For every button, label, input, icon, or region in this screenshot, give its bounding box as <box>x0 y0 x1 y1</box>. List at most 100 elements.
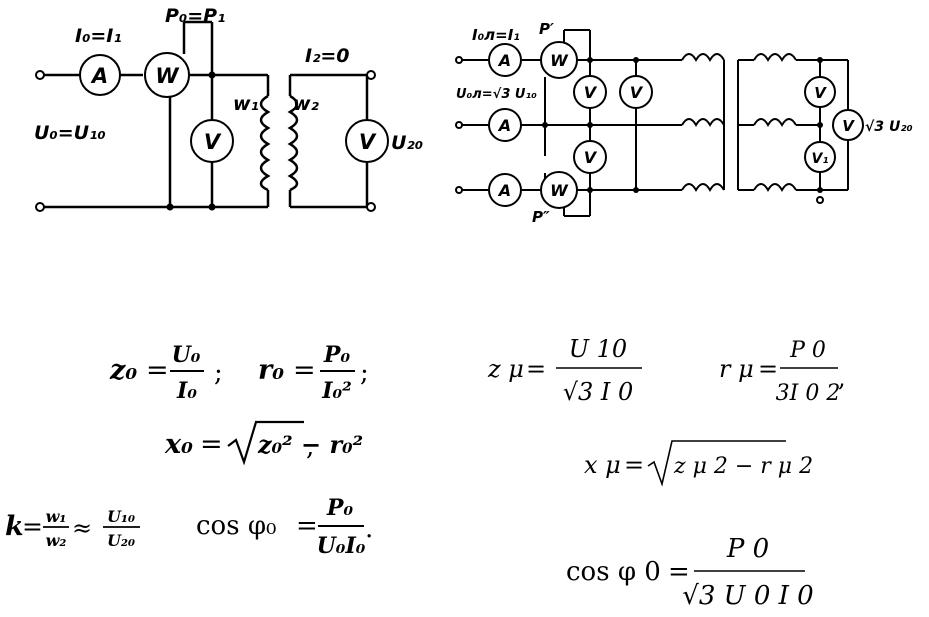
junction-dot <box>817 187 823 193</box>
wattmeter <box>540 41 578 79</box>
junction-dot <box>817 122 823 128</box>
junction-dot <box>587 122 593 128</box>
wattmeter-p2-label: P″ <box>532 208 550 226</box>
r-mu-denominator: 3I 0 2 <box>776 381 841 406</box>
voltmeter <box>345 119 389 163</box>
radical-sign <box>647 440 786 487</box>
k-denominator: w₂ <box>46 531 67 550</box>
ammeter-symbol: A <box>497 51 511 70</box>
formulas-left: z₀ = U₀ I₀ ; r₀ = P₀ I₀² ; x₀ = z₀² − r₀… <box>5 342 373 559</box>
secondary-winding-label: w₂ <box>293 93 320 115</box>
equals-sign: = <box>526 355 546 383</box>
x0-radicand: z₀² − r₀² <box>257 430 363 459</box>
line-current-label: I₀л=I₁ <box>472 26 520 44</box>
ammeter <box>79 54 121 96</box>
input-terminal <box>455 186 463 194</box>
approx-sign: ≈ <box>72 514 92 542</box>
voltmeter <box>190 119 234 163</box>
voltmeter-symbol: V₁ <box>812 151 829 167</box>
input-terminal <box>35 70 45 80</box>
phase-winding <box>681 53 725 62</box>
cos-phi-numerator: P 0 <box>726 534 769 564</box>
voltmeter <box>832 109 864 141</box>
voltmeter-symbol: V <box>814 84 827 102</box>
voltmeter <box>804 76 836 108</box>
output-voltage-label: U₂₀ <box>391 132 423 154</box>
k-numerator: U₁₀ <box>107 507 135 526</box>
wattmeter-symbol: W <box>550 51 569 70</box>
r0-denominator: I₀² <box>321 378 352 404</box>
wattmeter <box>144 52 190 98</box>
input-voltage-label: U₀=U₁₀ <box>34 122 106 144</box>
junction-dot <box>587 57 593 63</box>
phase-winding <box>753 118 797 127</box>
cos-phi-denominator: √3 U 0 I 0 <box>682 581 813 611</box>
k-numerator: w₁ <box>46 507 67 526</box>
junction-dot <box>542 122 548 128</box>
junction-dot <box>208 71 216 79</box>
single-phase-circuit <box>35 20 389 212</box>
junction-dot <box>633 187 639 193</box>
r0-lhs: r₀ <box>258 355 284 386</box>
equals-sign: = <box>296 511 318 541</box>
equals-sign: = <box>668 557 690 587</box>
equals-sign: = <box>624 451 644 479</box>
voltmeter-symbol: V <box>359 130 377 154</box>
phase-winding <box>753 53 797 62</box>
voltmeter-symbol: V <box>584 148 598 167</box>
ammeter <box>488 43 522 77</box>
current-label: I₀=I₁ <box>75 25 122 47</box>
wattmeter-symbol: W <box>155 64 179 88</box>
k-lhs: k <box>5 511 24 542</box>
phase-winding <box>681 183 725 192</box>
r0-numerator: P₀ <box>323 342 351 368</box>
voltmeter <box>804 141 836 173</box>
cos-lhs: cos φ₀ <box>196 511 276 541</box>
voltmeter <box>573 140 607 174</box>
voltmeter-symbol: V <box>584 83 598 102</box>
input-terminal <box>35 202 45 212</box>
separator: ; <box>360 358 369 388</box>
k-denominator: U₂₀ <box>107 531 135 550</box>
junction-dot <box>166 203 174 211</box>
ammeter <box>488 173 522 207</box>
power-label: P₀=P₁ <box>165 5 225 27</box>
primary-winding <box>259 94 271 192</box>
z0-lhs: z₀ <box>109 355 137 386</box>
equals-sign: = <box>146 355 169 386</box>
z-mu-denominator: √3 I 0 <box>563 378 634 406</box>
secondary-winding <box>287 94 299 192</box>
secondary-current-label: I₂=0 <box>305 45 350 67</box>
ammeter <box>488 108 522 142</box>
formulas-right: z μ = U 10 √3 I 0 r μ = P 0 3I 0 2 , x μ… <box>487 335 846 611</box>
output-line-voltage-label: √3 U₂₀ <box>865 119 913 135</box>
cos-denominator: U₀I₀ <box>317 533 366 559</box>
separator: ; <box>214 358 223 388</box>
ammeter-symbol: A <box>497 116 511 135</box>
input-terminal <box>455 56 463 64</box>
equals-sign: = <box>22 512 43 541</box>
three-phase-circuit <box>455 29 864 217</box>
x0-lhs: x₀ <box>164 429 193 460</box>
output-terminal <box>366 70 376 80</box>
ammeter-symbol: A <box>90 64 108 88</box>
input-terminal <box>455 121 463 129</box>
z-mu-lhs: z μ <box>487 355 524 383</box>
junction-dot <box>633 57 639 63</box>
voltmeter-symbol: V <box>630 83 644 102</box>
junction-dot <box>208 203 216 211</box>
cos-phi-lhs: cos φ 0 <box>566 557 661 587</box>
z0-denominator: I₀ <box>176 378 197 404</box>
primary-winding-label: w₁ <box>233 93 259 115</box>
separator: , <box>306 432 314 462</box>
separator: . <box>365 514 373 544</box>
x-mu-lhs: x μ <box>584 451 621 479</box>
z-mu-numerator: U 10 <box>569 335 627 363</box>
separator: , <box>838 364 846 392</box>
line-voltage-label: U₀л=√3 U₁₀ <box>456 87 537 102</box>
phase-winding <box>681 118 725 127</box>
voltmeter-symbol: V <box>204 130 222 154</box>
voltmeter-symbol: V <box>842 117 855 135</box>
equals-sign: = <box>293 355 316 386</box>
radical-sign <box>227 420 304 466</box>
